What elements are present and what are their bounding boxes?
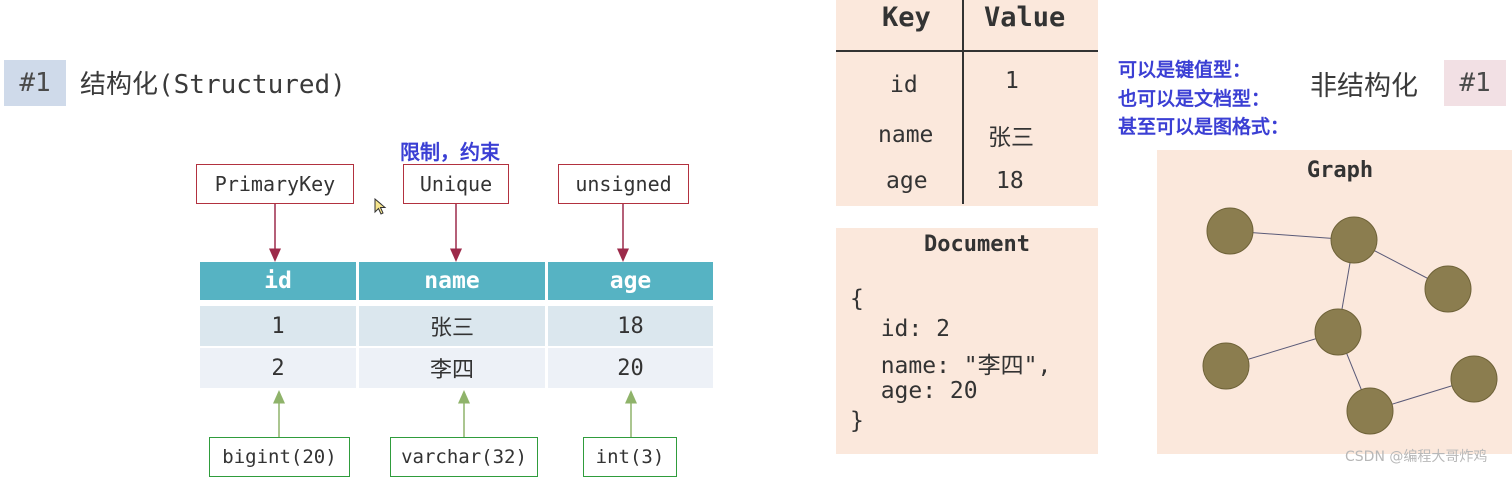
document-line: age: 20 (853, 378, 978, 404)
graph-node (1330, 216, 1378, 264)
document-title: Document (924, 232, 1030, 257)
key-value-header-rule (836, 50, 1098, 52)
key-value-key: age (886, 168, 928, 194)
key-value-value: 18 (996, 168, 1024, 194)
constraint-unsigned: unsigned (558, 164, 689, 204)
document-line: id: 2 (853, 316, 950, 342)
key-value-key: id (890, 72, 918, 98)
section-badge-unstructured: #1 (1444, 60, 1506, 106)
table-cell: 1 (200, 306, 356, 346)
document-panel (836, 228, 1098, 454)
constraint-note: 限制，约束 (400, 140, 500, 164)
type-varchar: varchar(32) (390, 437, 538, 477)
table-cell: 20 (548, 348, 713, 388)
constraint-unique: Unique (403, 164, 509, 204)
key-value-divider (962, 0, 964, 204)
mouse-cursor-icon (374, 198, 387, 215)
note-graph: 甚至可以是图格式： (1118, 116, 1290, 138)
note-document: 也可以是文档型： (1118, 88, 1271, 110)
column-header-age: age (548, 262, 713, 300)
document-line: } (850, 408, 864, 434)
note-key-value: 可以是键值型： (1118, 59, 1252, 81)
graph-node (1202, 342, 1250, 390)
key-value-panel (836, 0, 1098, 206)
table-cell: 张三 (359, 306, 545, 346)
graph-node (1206, 207, 1254, 255)
graph-node (1346, 387, 1394, 435)
key-value-header-key: Key (882, 2, 931, 33)
constraint-primarykey: PrimaryKey (196, 164, 354, 204)
table-cell: 李四 (359, 348, 545, 388)
document-line: { (850, 286, 864, 312)
key-value-header-value: Value (984, 2, 1066, 33)
key-value-value: 1 (1005, 68, 1019, 94)
key-value-value: 张三 (988, 125, 1034, 151)
graph-node (1450, 355, 1498, 403)
type-bigint: bigint(20) (209, 437, 350, 477)
graph-title: Graph (1306, 158, 1374, 183)
column-header-id: id (200, 262, 356, 300)
key-value-key: name (878, 122, 934, 148)
table-cell: 2 (200, 348, 356, 388)
section-badge-structured: #1 (4, 60, 66, 106)
structured-heading: 结构化(Structured) (80, 70, 346, 100)
watermark: CSDN @编程大哥炸鸡 (1345, 449, 1488, 465)
graph-node (1314, 308, 1362, 356)
unstructured-heading: 非结构化 (1310, 71, 1418, 102)
document-line: name: "李四", (853, 353, 1052, 379)
graph-node (1424, 265, 1472, 313)
column-header-name: name (359, 262, 545, 300)
table-cell: 18 (548, 306, 713, 346)
